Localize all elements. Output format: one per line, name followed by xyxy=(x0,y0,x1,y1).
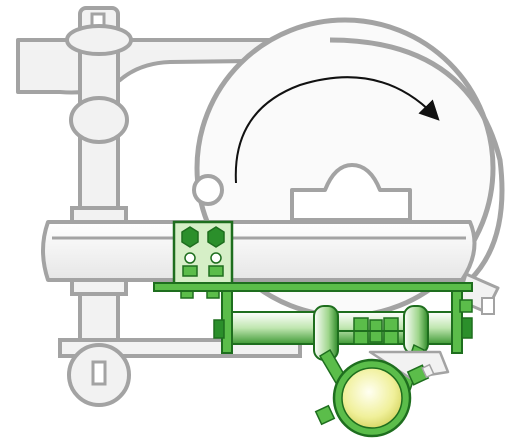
lower-roller-slot xyxy=(91,360,107,386)
post-base-plate xyxy=(70,206,128,224)
post-collar-top xyxy=(65,24,133,56)
right-bolt-grey xyxy=(481,297,495,315)
plate-hole xyxy=(210,252,222,264)
post-collar-mid xyxy=(69,96,129,144)
plate-nut xyxy=(182,265,198,277)
tube-end-cap xyxy=(461,317,473,339)
green-arm-tip xyxy=(459,299,473,313)
hex-bolt-icon xyxy=(181,226,199,248)
plate-nut xyxy=(208,265,224,277)
tube-end-cap xyxy=(213,319,225,339)
belt-wrap xyxy=(329,37,505,282)
frame-rail xyxy=(41,220,477,282)
plate-hole xyxy=(184,252,196,264)
idler-hole xyxy=(192,174,224,206)
hex-bolt-icon xyxy=(207,226,225,248)
roller-bolt-right-tail xyxy=(421,363,435,379)
green-support-bar xyxy=(153,282,473,292)
tracking-roller-face xyxy=(341,367,403,429)
lower-post-plate xyxy=(70,278,128,296)
rotation-arrow-icon xyxy=(234,76,440,184)
roller-bolt-left xyxy=(314,404,336,426)
drum-saddle-block xyxy=(290,163,412,222)
